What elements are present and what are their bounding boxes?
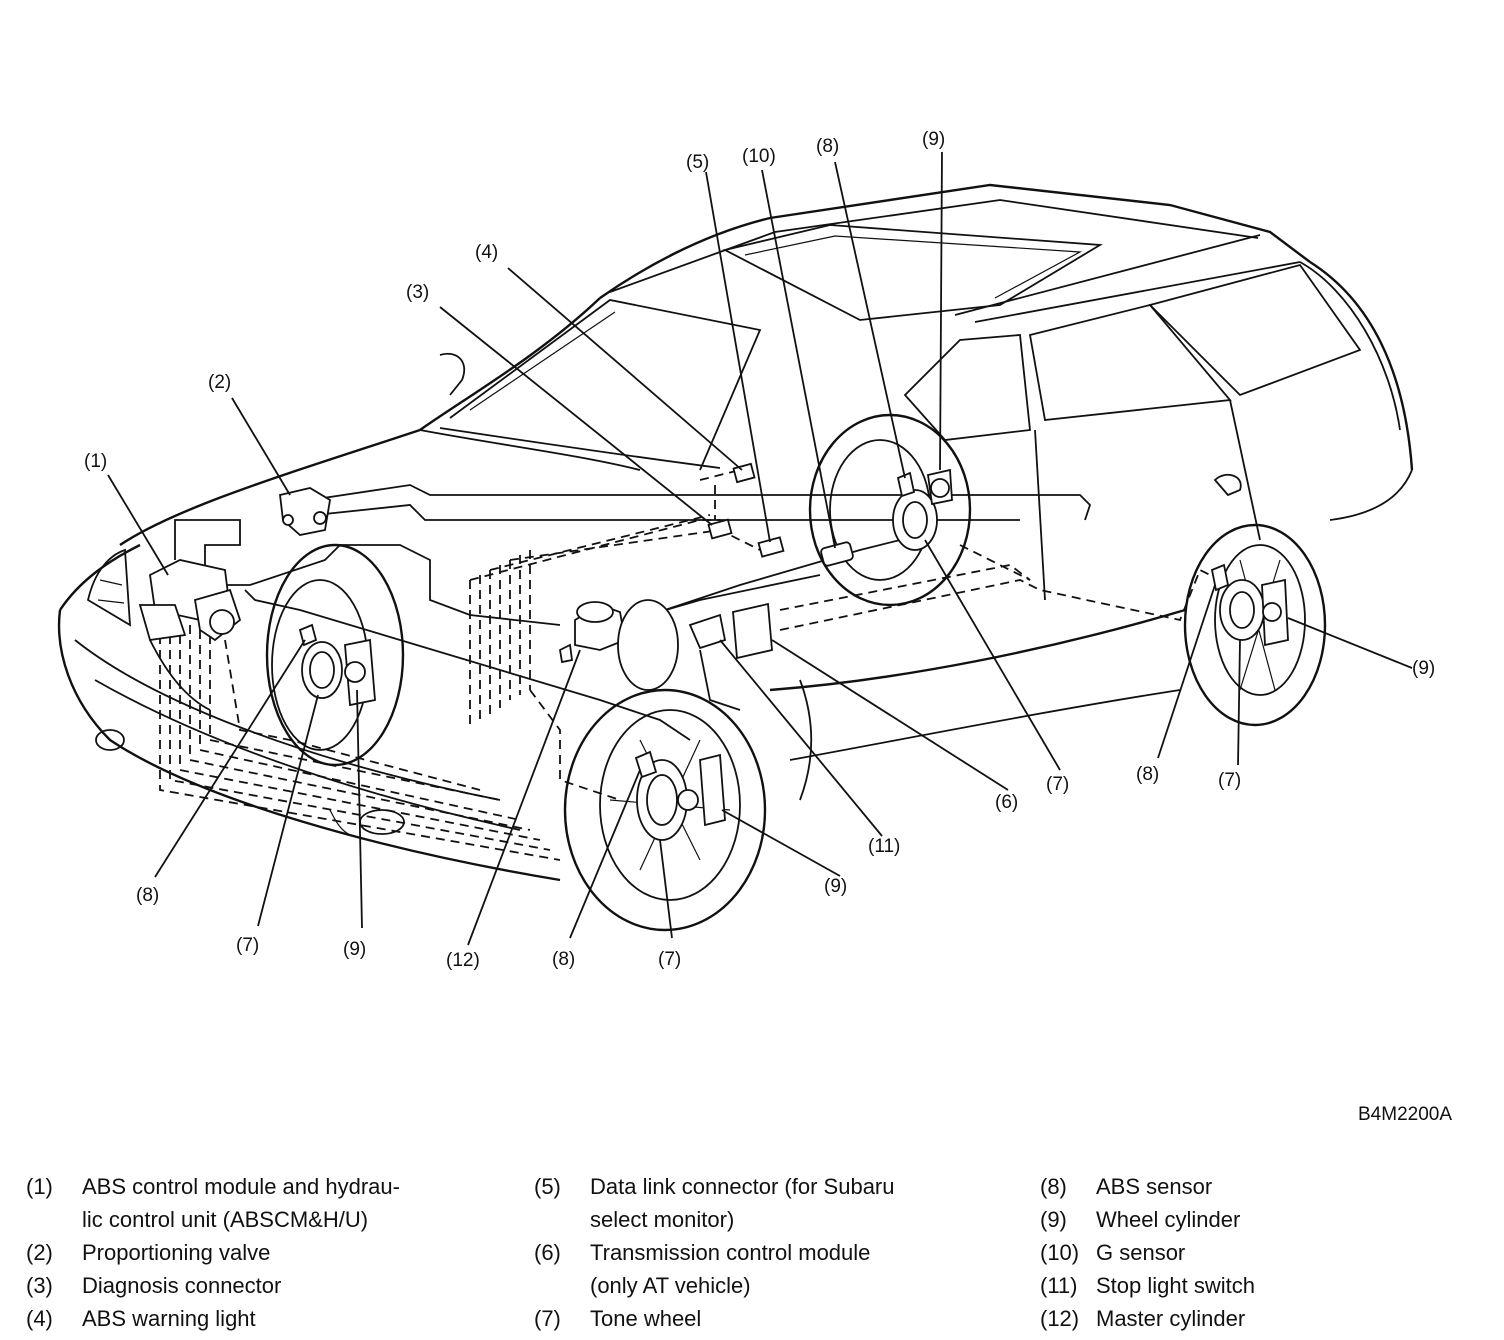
abs-warning-light <box>732 462 756 484</box>
legend-item: (1) ABS control module and hydrau- <box>26 1170 400 1203</box>
callout-2: (2) <box>208 372 231 393</box>
legend-number <box>534 1203 590 1236</box>
legend-text: Proportioning valve <box>82 1240 271 1265</box>
diagnosis-connector <box>707 518 733 540</box>
legend-number: (3) <box>26 1273 53 1298</box>
callout-7-front-left: (7) <box>236 935 259 956</box>
legend-number: (5) <box>534 1174 561 1199</box>
figure-code: B4M2200A <box>1358 1104 1453 1125</box>
car-body-outline <box>57 183 1414 882</box>
legend-item: (8) ABS sensor <box>1040 1170 1255 1203</box>
callout-8-top: (8) <box>816 136 839 157</box>
legend-item: lic control unit (ABSCM&H/U) <box>26 1203 400 1236</box>
callout-9-front-right: (9) <box>824 876 847 897</box>
data-link-connector <box>757 536 785 558</box>
abs-layout-diagram: (1) (2) (3) (4) (5) (10) (8) (9) (9) (6)… <box>57 129 1435 971</box>
legend-item: (10) G sensor <box>1040 1236 1255 1269</box>
legend-number: (7) <box>534 1306 561 1331</box>
callout-10: (10) <box>742 146 776 167</box>
legend-text: Diagnosis connector <box>82 1273 282 1298</box>
callout-1: (1) <box>84 451 107 472</box>
legend-item: (11) Stop light switch <box>1040 1269 1255 1302</box>
legend-text: ABS control module and hydrau- <box>82 1174 400 1199</box>
stop-light-switch <box>688 613 741 711</box>
legend-item: (6) Transmission control module <box>534 1236 895 1269</box>
legend-number: (1) <box>26 1174 53 1199</box>
legend-text: Stop light switch <box>1096 1273 1255 1298</box>
callout-9-front-left: (9) <box>343 939 366 960</box>
transmission-control-module <box>732 602 773 660</box>
abs-control-module <box>138 559 242 642</box>
g-sensor <box>820 541 854 567</box>
legend-item: (7) Tone wheel <box>534 1302 895 1335</box>
legend-text: Data link connector (for Subaru <box>590 1174 895 1199</box>
callout-6: (6) <box>995 792 1018 813</box>
legend-text: ABS warning light <box>82 1306 256 1331</box>
callout-labels: (1) (2) (3) (4) (5) (10) (8) (9) (9) (6)… <box>84 129 1435 971</box>
front-right-brake <box>634 750 726 841</box>
legend-number: (8) <box>1040 1174 1067 1199</box>
callout-8-right: (8) <box>1136 764 1159 785</box>
legend-text: Tone wheel <box>590 1306 702 1331</box>
legend-text: Transmission control module <box>590 1240 871 1265</box>
legend-number <box>534 1269 590 1302</box>
callout-4: (4) <box>475 242 498 263</box>
legend-item: (only AT vehicle) <box>534 1269 895 1302</box>
legend-text: Wheel cylinder <box>1096 1207 1241 1232</box>
legend-text: lic control unit (ABSCM&H/U) <box>82 1207 369 1232</box>
callout-9-top: (9) <box>922 129 945 150</box>
legend-column-3: (8) ABS sensor (9) Wheel cylinder (10) G se… <box>1040 1170 1255 1335</box>
legend-number: (2) <box>26 1240 53 1265</box>
legend-item: (12) Master cylinder <box>1040 1302 1255 1335</box>
legend-text: ABS sensor <box>1096 1174 1213 1199</box>
legend-text: (only AT vehicle) <box>590 1273 751 1298</box>
legend-item: (9) Wheel cylinder <box>1040 1203 1255 1236</box>
legend-item: (3) Diagnosis connector <box>26 1269 400 1302</box>
legend-number: (4) <box>26 1306 53 1331</box>
legend-text: select monitor) <box>590 1207 735 1232</box>
legend-item: (2) Proportioning valve <box>26 1236 400 1269</box>
legend-text: G sensor <box>1096 1240 1186 1265</box>
legend-column-2: (5) Data link connector (for Subaru selec… <box>534 1170 895 1335</box>
legend-number: (6) <box>534 1240 561 1265</box>
legend-column-1: (1) ABS control module and hydrau- lic co… <box>26 1170 400 1335</box>
callout-7-mid: (7) <box>1046 774 1069 795</box>
legend-number: (11) <box>1040 1273 1078 1298</box>
legend-number: (10) <box>1040 1240 1080 1265</box>
callout-7-front-right: (7) <box>658 949 681 970</box>
callout-7-right: (7) <box>1218 770 1241 791</box>
callout-3: (3) <box>406 282 429 303</box>
rear-right-brake <box>1210 563 1289 647</box>
legend-text: Master cylinder <box>1096 1306 1246 1331</box>
master-cylinder <box>559 599 679 691</box>
callout-8-front-right: (8) <box>552 949 575 970</box>
rear-left-brake <box>892 468 953 551</box>
callout-11: (11) <box>868 836 900 857</box>
front-left-brake <box>298 623 376 707</box>
callout-12: (12) <box>446 950 480 971</box>
legend-number: (12) <box>1040 1306 1080 1331</box>
callout-9-right: (9) <box>1412 658 1435 679</box>
callout-5: (5) <box>686 152 709 173</box>
legend-number <box>26 1203 82 1236</box>
legend-item: (5) Data link connector (for Subaru <box>534 1170 895 1203</box>
proportioning-valve <box>279 487 331 536</box>
leader-lines <box>107 151 1413 946</box>
callout-8-front-left: (8) <box>136 885 159 906</box>
legend-item: (4) ABS warning light <box>26 1302 400 1335</box>
legend-number: (9) <box>1040 1207 1067 1232</box>
harness-lines <box>159 468 1221 861</box>
legend-item: select monitor) <box>534 1203 895 1236</box>
